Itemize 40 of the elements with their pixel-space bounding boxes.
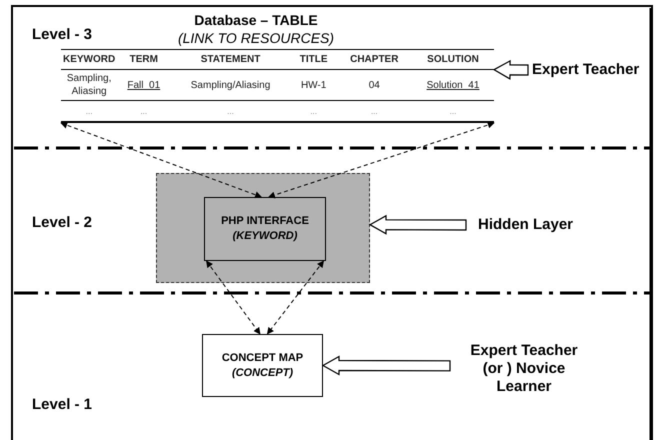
table-cell: 04 [336, 70, 412, 100]
table-cell: HW-1 [290, 70, 337, 100]
level-label: Level - 3 [32, 26, 92, 43]
box-subtitle: (CONCEPT) [232, 366, 294, 380]
table-cell: ... [290, 100, 337, 122]
box-title: CONCEPT MAP [222, 350, 304, 366]
table-cell: Solution_41 [412, 70, 494, 100]
table-title: (LINK TO RESOURCES) [178, 30, 334, 47]
layer-label: Hidden Layer [478, 216, 574, 234]
table-cell: ... [170, 100, 291, 122]
table-header: KEYWORD [61, 50, 118, 70]
box-title: PHP INTERFACE [221, 214, 309, 229]
box-subtitle: (KEYWORD) [232, 229, 298, 244]
table-cell: Fall_01 [117, 70, 170, 100]
role-label: Expert Teacher [532, 61, 640, 79]
table-header: TITLE [290, 50, 337, 70]
level-label: Level - 1 [32, 396, 92, 413]
dashed-arrow [268, 122, 495, 198]
dashed-arrow [60, 122, 262, 198]
table-cell: Sampling/Aliasing [170, 70, 291, 100]
table-title: Database – TABLE [194, 12, 318, 29]
role-label: Expert Teacher (or ) Novice Learner [469, 342, 579, 396]
process-box [204, 197, 326, 261]
table-cell: ... [61, 100, 118, 122]
table-cell: ... [117, 100, 170, 122]
block-arrow [322, 355, 451, 376]
table-cell: ... [412, 100, 494, 122]
table-header: STATEMENT [170, 50, 291, 70]
block-arrow [492, 60, 529, 80]
dashed-arrow [206, 260, 261, 335]
table-header: SOLUTION [412, 50, 494, 70]
level-label: Level - 2 [32, 214, 92, 231]
block-arrow [368, 214, 467, 235]
dashed-arrow [266, 260, 324, 335]
table-header: TERM [117, 50, 170, 70]
hidden-layer-box [156, 173, 370, 283]
table-header: CHAPTER [336, 50, 412, 70]
table-cell: ... [336, 100, 412, 122]
table-cell: Sampling, Aliasing [61, 70, 118, 100]
process-box [202, 334, 323, 397]
